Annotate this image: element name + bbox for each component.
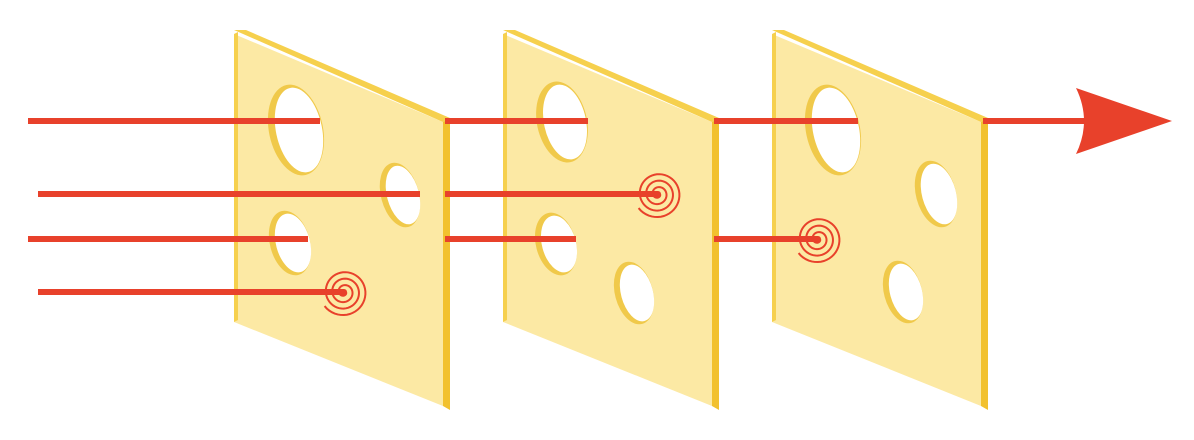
cheese-slice-1 [234, 30, 450, 410]
arrowhead-icon [1076, 88, 1172, 154]
cheese-slice-2 [503, 30, 719, 410]
slice-3-hole-2-inner [920, 163, 958, 225]
slice-3-side-edge [981, 118, 988, 410]
cheese-slice-3 [772, 30, 988, 410]
slice-1-hole-3-inner [274, 213, 312, 273]
slice-2-hole-3-inner [619, 264, 655, 322]
impact-spiral-icon [637, 173, 681, 219]
slice-1-top-edge [234, 30, 450, 122]
slice-2-left-edge [503, 32, 507, 322]
slice-2-side-edge [712, 118, 719, 410]
slice-3-top-edge [772, 30, 988, 122]
impact-spiral-path [797, 218, 841, 264]
impact-center-dot [655, 191, 661, 197]
slice-2-face [503, 34, 712, 406]
impact-spiral-icon [323, 271, 367, 317]
slice-3-hole-1-inner [811, 87, 861, 173]
impact-spiral-icon [797, 218, 841, 264]
slice-2-hole-2-inner [540, 215, 578, 273]
slice-2-top-edge [503, 30, 719, 122]
slice-1-side-edge [443, 118, 450, 410]
impact-center-dot [815, 236, 821, 242]
slice-3-left-edge [772, 32, 776, 322]
slice-1-left-edge [234, 32, 238, 322]
impact-center-dot [341, 289, 347, 295]
slice-1-hole-1-inner [274, 87, 324, 173]
slice-3-hole-3-inner [888, 263, 924, 321]
impact-spiral-path [637, 173, 681, 219]
rays [28, 118, 1098, 295]
impact-spiral-path [323, 271, 367, 317]
